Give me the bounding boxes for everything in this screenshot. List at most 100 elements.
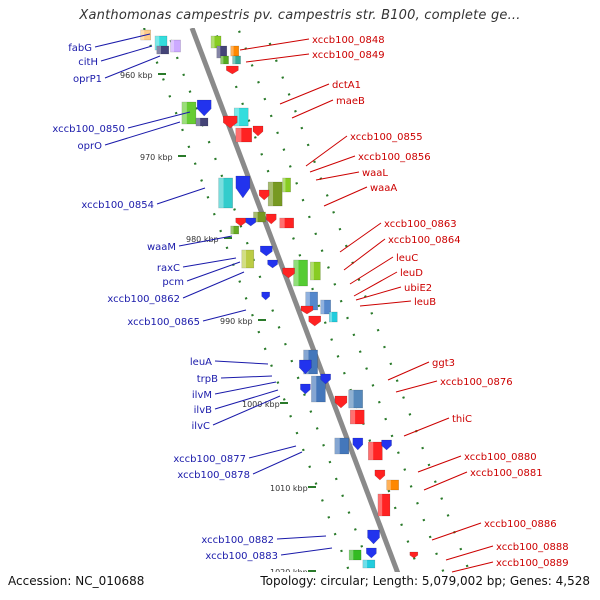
gene-label-xccb100-0849[interactable]: xccb100_0849 (312, 50, 385, 61)
gene-block-glyph[interactable] (230, 225, 240, 235)
gene-label-xccb100-0848[interactable]: xccb100_0848 (312, 35, 385, 46)
gene-block-glyph[interactable] (279, 217, 294, 229)
gene-label-leub[interactable]: leuB (414, 297, 436, 308)
gene-label-leud[interactable]: leuD (400, 268, 423, 279)
gene-label-cith[interactable]: citH (78, 57, 98, 68)
gene-block-glyph[interactable] (377, 493, 391, 517)
gene-label-ggt3[interactable]: ggt3 (432, 358, 455, 369)
gene-label-ubie2[interactable]: ubiE2 (404, 283, 432, 294)
gene-block-glyph[interactable] (349, 409, 365, 425)
gene-block-glyph[interactable] (241, 249, 255, 269)
gene-label-xccb100-0877[interactable]: xccb100_0877 (173, 454, 246, 465)
gene-block-glyph[interactable] (170, 39, 181, 53)
gene-label-waal[interactable]: waaL (362, 168, 388, 179)
gene-block-glyph[interactable] (235, 127, 253, 143)
gene-block-glyph[interactable] (181, 101, 197, 125)
gene-label-dcta1[interactable]: dctA1 (332, 80, 361, 91)
gene-arrow-glyph[interactable] (252, 125, 264, 137)
gene-block-glyph[interactable] (311, 375, 326, 403)
gene-arrow-glyph[interactable] (235, 175, 251, 199)
gene-block-glyph[interactable] (220, 55, 229, 65)
gene-label-thic[interactable]: thiC (452, 414, 472, 425)
gene-arrow-glyph[interactable] (299, 359, 312, 375)
gene-arrow-glyph[interactable] (374, 469, 386, 481)
gene-arrow-glyph[interactable] (352, 437, 364, 451)
gene-block-highlight (279, 218, 285, 228)
gene-arrow-glyph[interactable] (366, 547, 377, 559)
gene-label-xccb100-0889[interactable]: xccb100_0889 (496, 558, 569, 569)
gene-label-oprp1[interactable]: oprP1 (73, 74, 102, 85)
gene-arrow-glyph[interactable] (282, 267, 295, 279)
gene-block-glyph[interactable] (253, 211, 266, 223)
label-leader-xccb100-0876 (395, 380, 438, 393)
gene-block-glyph[interactable] (362, 559, 376, 569)
gene-label-trpb[interactable]: trpB (197, 374, 218, 385)
gene-label-xccb100-0878[interactable]: xccb100_0878 (177, 470, 250, 481)
gene-block-glyph[interactable] (348, 549, 362, 561)
gene-block-glyph[interactable] (310, 261, 321, 281)
gene-arrow-glyph[interactable] (265, 213, 277, 225)
gene-arrow-glyph[interactable] (245, 217, 256, 227)
gene-arrow-glyph[interactable] (258, 189, 270, 201)
gene-block-glyph[interactable] (386, 479, 399, 491)
gene-label-maeb[interactable]: maeB (336, 96, 365, 107)
gene-arrow-glyph[interactable] (196, 99, 212, 117)
gene-label-xccb100-0864[interactable]: xccb100_0864 (388, 235, 461, 246)
gene-block-glyph[interactable] (368, 441, 383, 461)
gene-block-glyph[interactable] (320, 299, 331, 315)
gene-arrow-glyph[interactable] (261, 291, 270, 301)
gene-label-xccb100-0854[interactable]: xccb100_0854 (81, 200, 154, 211)
gene-label-xccb100-0850[interactable]: xccb100_0850 (52, 124, 125, 135)
gene-label-xccb100-0888[interactable]: xccb100_0888 (496, 542, 569, 553)
gene-arrow-glyph[interactable] (308, 315, 321, 327)
gene-label-xccb100-0883[interactable]: xccb100_0883 (205, 551, 278, 562)
gene-label-ilvb[interactable]: ilvB (194, 405, 212, 416)
gene-block-glyph[interactable] (195, 117, 209, 127)
gene-block-glyph[interactable] (210, 35, 222, 49)
gene-label-leua[interactable]: leuA (190, 357, 212, 368)
gene-arrow-glyph[interactable] (267, 259, 278, 269)
gene-arrow-glyph[interactable] (381, 439, 392, 451)
gene-label-waam[interactable]: waaM (147, 242, 176, 253)
gene-label-xccb100-0863[interactable]: xccb100_0863 (384, 219, 457, 230)
gene-arrow-glyph[interactable] (235, 217, 246, 227)
gene-label-xccb100-0862[interactable]: xccb100_0862 (107, 294, 180, 305)
gene-arrow-glyph[interactable] (226, 65, 239, 75)
gene-arrow-glyph[interactable] (300, 383, 311, 395)
gene-label-pcm[interactable]: pcm (162, 277, 184, 288)
gene-block-highlight (349, 550, 354, 560)
gene-block-glyph[interactable] (348, 389, 363, 409)
gene-block-glyph[interactable] (282, 177, 291, 193)
gene-label-xccb100-0876[interactable]: xccb100_0876 (440, 377, 513, 388)
gene-arrow-glyph[interactable] (334, 395, 348, 409)
gene-arrow-glyph[interactable] (409, 551, 419, 559)
gene-label-raxc[interactable]: raxC (157, 263, 180, 274)
gene-label-waaa[interactable]: waaA (370, 183, 397, 194)
gene-arrow-glyph[interactable] (320, 373, 331, 385)
gene-arrow-glyph[interactable] (222, 115, 238, 129)
gene-block-highlight (156, 46, 161, 54)
gene-block-glyph[interactable] (328, 311, 338, 323)
gene-label-ilvc[interactable]: ilvC (192, 421, 210, 432)
gene-label-opro[interactable]: oprO (78, 141, 103, 152)
gene-block-glyph[interactable] (232, 55, 241, 65)
label-leader-xccb100-0850 (127, 111, 191, 129)
gene-label-xccb100-0855[interactable]: xccb100_0855 (350, 132, 423, 143)
gene-label-fabg[interactable]: fabG (68, 43, 92, 54)
gene-arrow-glyph[interactable] (260, 245, 273, 257)
gene-label-xccb100-0880[interactable]: xccb100_0880 (464, 452, 537, 463)
gene-label-leuc[interactable]: leuC (396, 253, 418, 264)
gene-label-ilvm[interactable]: ilvM (192, 390, 212, 401)
gene-block-glyph[interactable] (334, 437, 350, 455)
gene-label-xccb100-0886[interactable]: xccb100_0886 (484, 519, 557, 530)
gene-block-glyph[interactable] (156, 45, 170, 55)
gene-arrow-glyph[interactable] (300, 305, 314, 315)
gene-block-highlight (241, 250, 247, 268)
gene-arrow-glyph[interactable] (367, 529, 380, 545)
gene-label-xccb100-0856[interactable]: xccb100_0856 (358, 152, 431, 163)
gene-label-xccb100-0865[interactable]: xccb100_0865 (127, 317, 200, 328)
gene-label-xccb100-0882[interactable]: xccb100_0882 (201, 535, 274, 546)
gene-label-xccb100-0881[interactable]: xccb100_0881 (470, 468, 543, 479)
label-leader-leub (359, 300, 412, 307)
gene-block-glyph[interactable] (218, 177, 233, 209)
